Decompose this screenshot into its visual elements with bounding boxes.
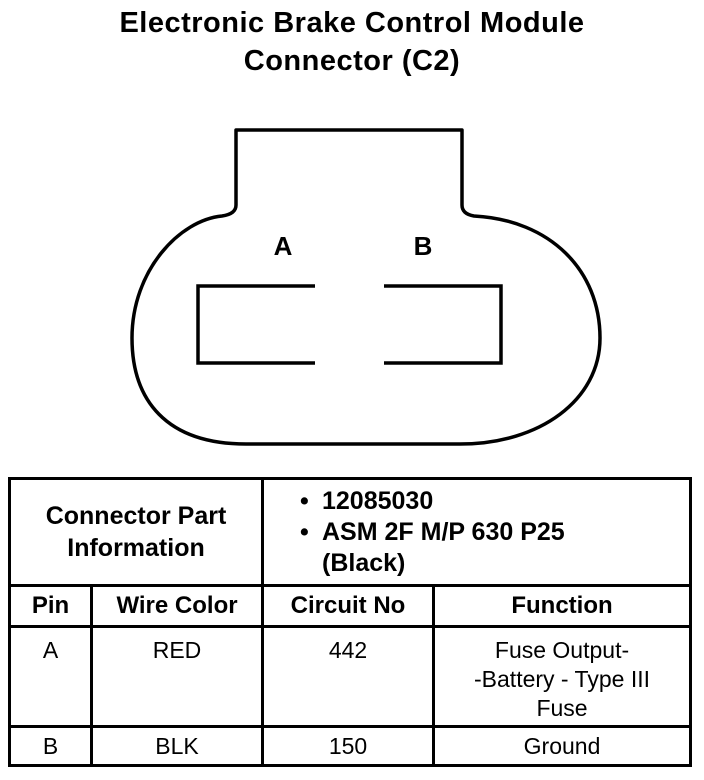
connector-pinout-table: Connector Part Information • 12085030 • AS… (8, 477, 693, 767)
cavity-a-outline (196, 284, 315, 365)
row-a-function: Fuse Output- -Battery - Type III Fuse (431, 625, 693, 728)
connector-info-label: Connector Part Information (8, 477, 264, 587)
row-a-pin: A (8, 625, 93, 728)
row-a-function-line-3: Fuse (536, 695, 588, 721)
row-b-wire-color: BLK (90, 725, 264, 767)
info-label-line-1: Connector Part (45, 502, 227, 530)
row-a-function-line-2: -Battery - Type III (474, 666, 650, 692)
row-a-circuit-no: 442 (261, 625, 435, 728)
part-number-line: • 12085030 (300, 486, 689, 517)
cavity-b-outline (384, 284, 503, 365)
pin-b-label: B (414, 231, 433, 261)
connector-housing-outline (130, 128, 602, 446)
bullet-icon: • (300, 517, 309, 546)
row-a-function-line-1: Fuse Output- (494, 637, 630, 663)
part-number: 12085030 (322, 486, 434, 515)
header-wire-color: Wire Color (90, 584, 264, 628)
part-desc-1: ASM 2F M/P 630 P25 (322, 517, 565, 546)
title-line-2: Connector (C2) (243, 45, 461, 77)
table-header-row: Pin Wire Color Circuit No Function (8, 584, 693, 628)
table-row: B BLK 150 Ground (8, 725, 693, 767)
page-title: Electronic Brake Control Module Connecto… (0, 4, 704, 80)
row-b-pin: B (8, 725, 93, 767)
row-a-wire-color: RED (90, 625, 264, 728)
connector-info-row: Connector Part Information • 12085030 • AS… (8, 477, 693, 587)
connector-info-values: • 12085030 • ASM 2F M/P 630 P25 (Black) (260, 477, 693, 587)
connector-diagram: A B (130, 128, 602, 446)
row-b-function: Ground (431, 725, 693, 767)
bullet-icon: • (300, 486, 309, 515)
table-row: A RED 442 Fuse Output- -Battery - Type I… (8, 625, 693, 728)
title-line-1: Electronic Brake Control Module (119, 7, 585, 39)
pin-a-label: A (274, 231, 293, 261)
part-desc-line: • ASM 2F M/P 630 P25 (300, 517, 689, 548)
header-circuit-no: Circuit No (261, 584, 435, 628)
info-label-line-2: Information (67, 534, 205, 562)
part-desc-2: (Black) (322, 548, 406, 577)
header-pin: Pin (8, 584, 93, 628)
header-function: Function (431, 584, 693, 628)
row-b-circuit-no: 150 (261, 725, 435, 767)
